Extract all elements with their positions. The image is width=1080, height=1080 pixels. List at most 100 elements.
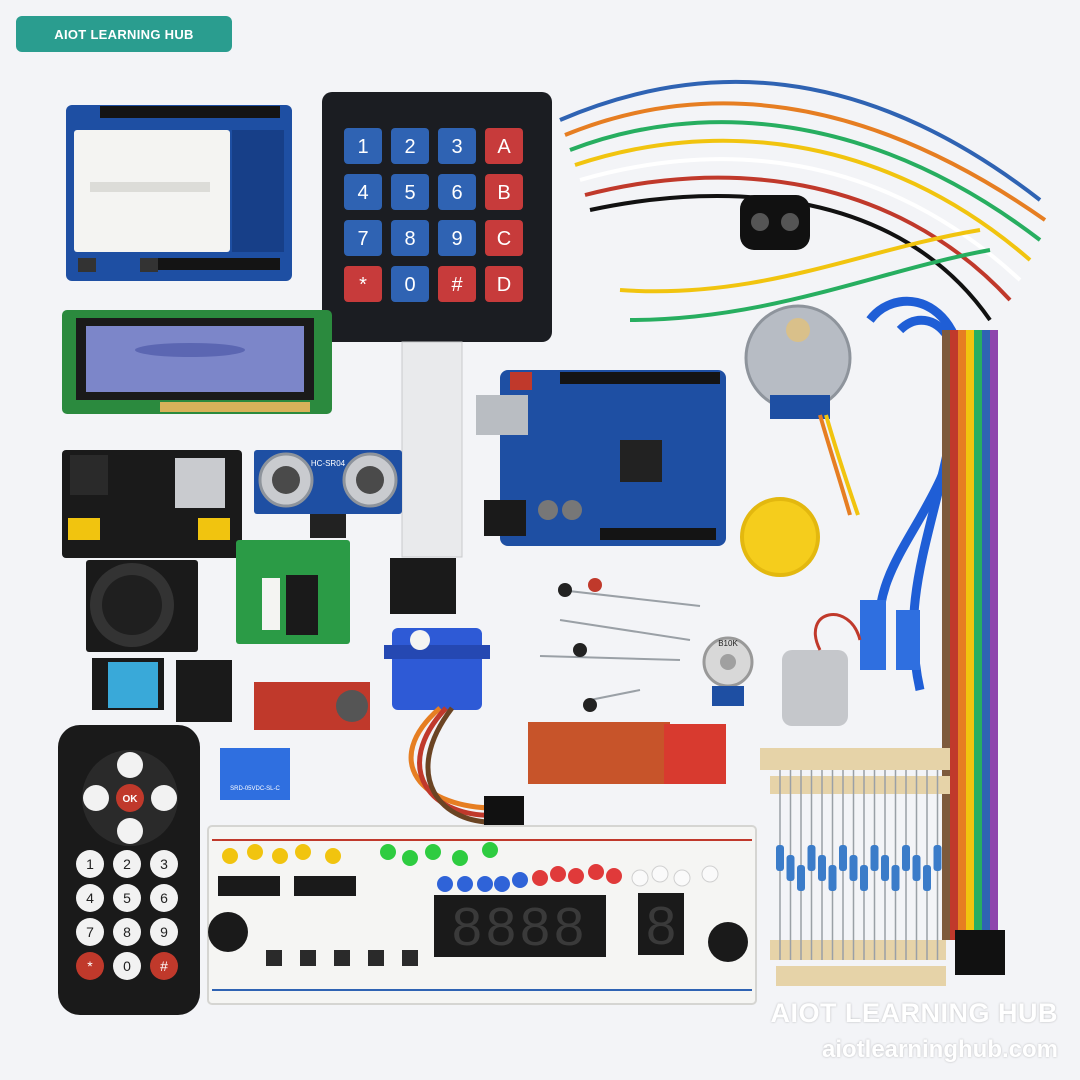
dht11-sensor (92, 658, 164, 710)
keypad-key-label: A (497, 136, 511, 158)
resistor-bundle (760, 748, 950, 986)
resistor-body (818, 855, 826, 881)
remote-key-label: * (87, 958, 93, 974)
relay-module: SRD-05VDC-SL-C (220, 748, 290, 800)
resistor-body (933, 845, 942, 871)
resistor-body (881, 855, 889, 881)
relay-label: SRD-05VDC-SL-C (230, 786, 280, 792)
keypad-key-label: 8 (404, 228, 415, 250)
remote-key (113, 850, 141, 878)
keypad-key (344, 128, 382, 164)
dc-motor (782, 613, 862, 726)
resistor-body (776, 845, 784, 871)
stepper-motor (744, 304, 860, 516)
watermark-brand: AIOT LEARNING HUB (770, 998, 1058, 1028)
resistor-body (870, 845, 879, 871)
sound-sensor (254, 682, 370, 730)
single-digit-display (638, 893, 684, 955)
remote-key (113, 918, 141, 946)
keypad-key (344, 266, 382, 302)
resistor-body (902, 845, 910, 871)
prototype-shield (66, 105, 292, 281)
remote-key (150, 952, 178, 980)
keypad-key (485, 220, 523, 256)
remote-key-label: 0 (123, 958, 131, 974)
remote-key-label: 2 (123, 856, 131, 872)
remote-key (113, 884, 141, 912)
ultrasonic-sensor: HC-SR04 (254, 450, 402, 538)
remote-key-label: 8 (123, 924, 131, 940)
keypad-key (438, 220, 476, 256)
potentiometer: B10K (702, 636, 754, 706)
remote-key (150, 918, 178, 946)
rainbow-ribbon-cable (942, 330, 1005, 975)
resistor-body (923, 865, 931, 891)
keypad-key (344, 220, 382, 256)
single-digit-value: 8 (646, 896, 676, 956)
four-digit-display (434, 895, 606, 957)
keypad-key-label: 1 (357, 136, 368, 158)
female-header (390, 558, 456, 614)
keypad-key-label: B (497, 182, 510, 204)
arduino-uno-board (476, 370, 726, 546)
resistor-body (860, 865, 868, 891)
remote-key-label: 5 (123, 890, 131, 906)
keypad-key-label: 2 (404, 136, 415, 158)
watermark-url: aiotlearninghub.com (821, 1036, 1058, 1063)
water-level-sensor (528, 722, 726, 784)
yellow-wheel (740, 497, 820, 577)
four-digit-value: 8888 (452, 897, 588, 957)
remote-key-label: # (160, 958, 168, 974)
discrete-components (539, 578, 701, 712)
battery-clip (740, 195, 810, 250)
resistor-body (912, 855, 921, 881)
remote-key-label: 7 (86, 924, 94, 940)
remote-key (76, 850, 104, 878)
keypad-key-label: 4 (357, 182, 368, 204)
keypad-key-label: C (497, 228, 511, 250)
resistor-body (797, 865, 805, 891)
keypad-key-label: D (497, 274, 511, 296)
keypad-key (391, 128, 429, 164)
stepper-driver-board (236, 540, 350, 644)
resistor-body (828, 865, 837, 891)
resistor-body (839, 845, 847, 871)
keypad-key-label: 5 (404, 182, 415, 204)
remote-key (76, 918, 104, 946)
keypad-key (485, 128, 523, 164)
keypad-key-label: 3 (451, 136, 462, 158)
remote-key (113, 952, 141, 980)
lcd-1602-module (62, 310, 332, 414)
joystick-module (86, 560, 198, 652)
potentiometer-label: B10K (718, 639, 738, 648)
resistor-body (849, 855, 858, 881)
power-supply-module (62, 450, 242, 558)
jumper-wires (559, 80, 1047, 322)
remote-key (76, 884, 104, 912)
ultrasonic-label: HC-SR04 (311, 459, 346, 468)
remote-key-label: 3 (160, 856, 168, 872)
resistor-body (786, 855, 795, 881)
resistor-body (891, 865, 900, 891)
keypad-key-label: 9 (451, 228, 462, 250)
remote-key-label: 1 (86, 856, 94, 872)
remote-key (76, 952, 104, 980)
keypad-key (438, 266, 476, 302)
keypad-key (391, 220, 429, 256)
remote-key-label: 9 (160, 924, 168, 940)
breadboard: 8888 8 (207, 825, 757, 1005)
keypad-key (485, 174, 523, 210)
keypad-key (344, 174, 382, 210)
remote-key (150, 884, 178, 912)
brand-badge: AIOT LEARNING HUB (16, 16, 232, 52)
remote-key-label: 4 (86, 890, 94, 906)
keypad-key-label: 6 (451, 182, 462, 204)
keypad-key (438, 174, 476, 210)
keypad-key (391, 174, 429, 210)
keypad-key-label: 0 (404, 274, 415, 296)
keypad-key-label: # (451, 274, 463, 296)
keypad-key-label: 7 (357, 228, 368, 250)
